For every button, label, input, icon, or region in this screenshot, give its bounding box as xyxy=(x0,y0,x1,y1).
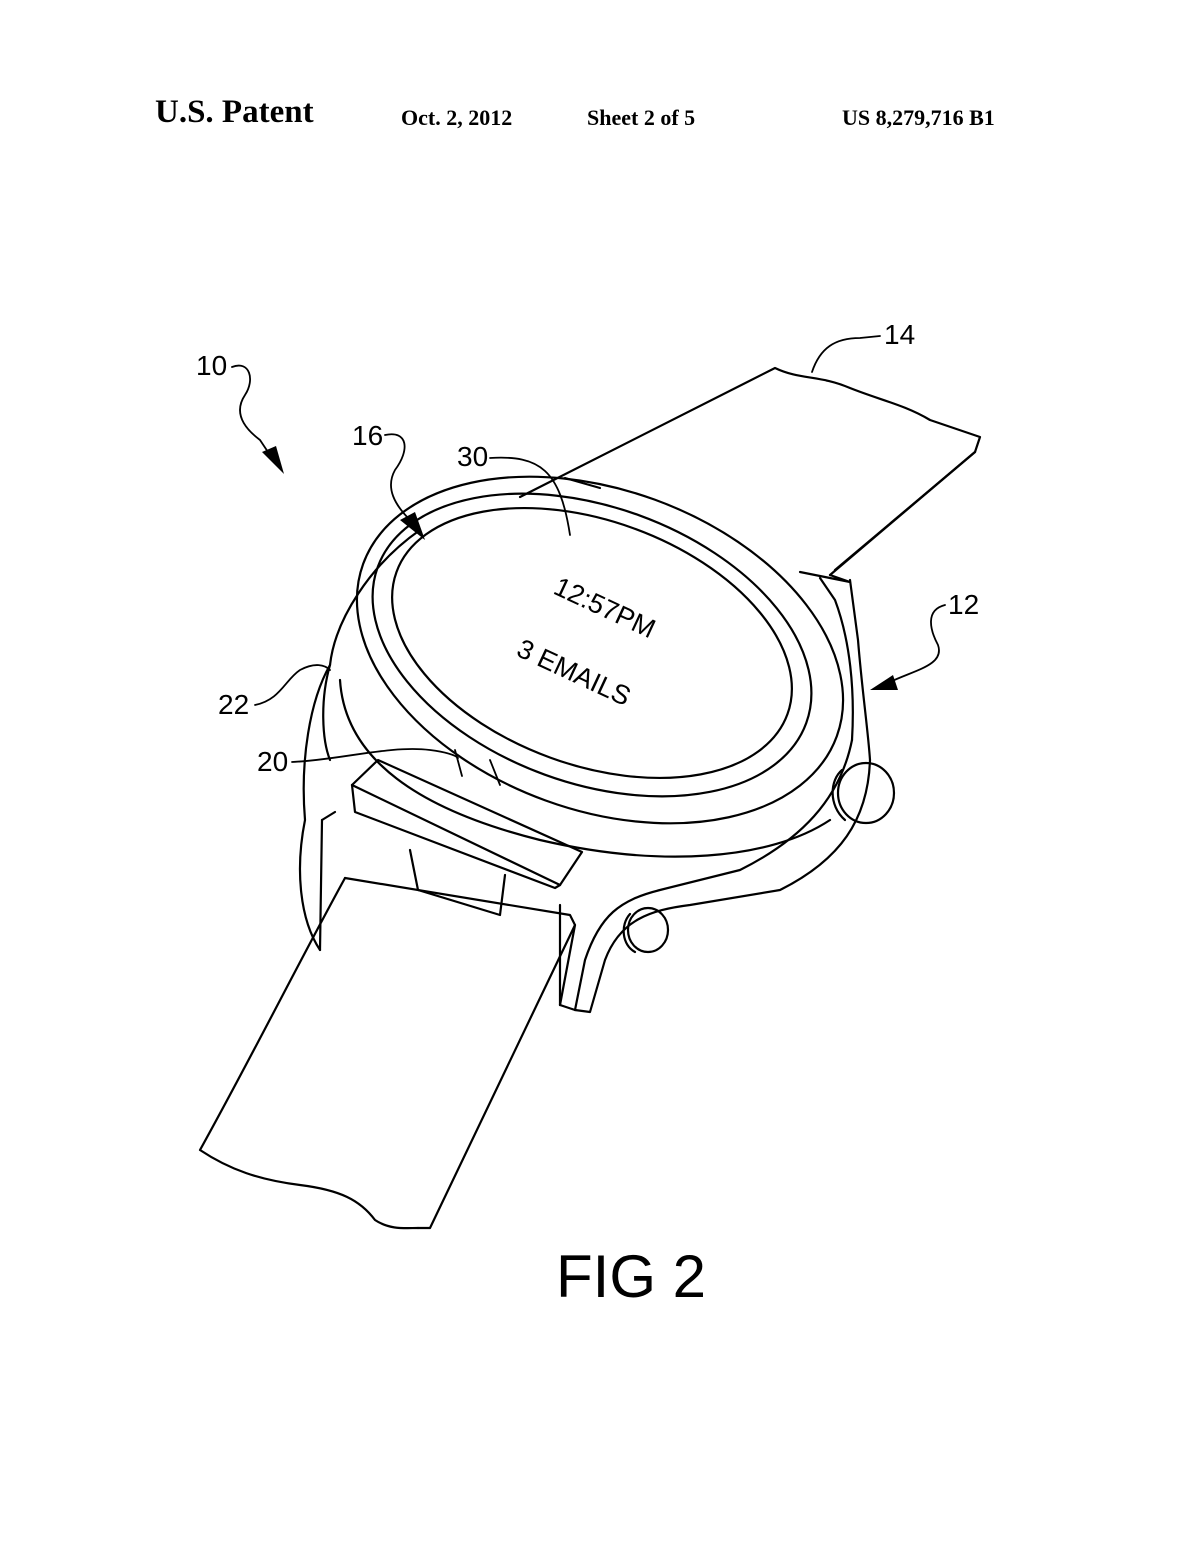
leader-30 xyxy=(489,456,571,536)
screen-time: 12:57PM xyxy=(549,571,660,644)
leader-16 xyxy=(384,433,425,540)
lower-band xyxy=(198,876,577,1230)
leader-22 xyxy=(254,664,331,706)
ref-20: 20 xyxy=(257,746,288,777)
ref-22: 22 xyxy=(218,689,249,720)
screen-emails: 3 EMAILS xyxy=(512,633,635,712)
patent-title: U.S. Patent xyxy=(155,94,314,130)
ref-10: 10 xyxy=(196,350,227,381)
sheet-number: Sheet 2 of 5 xyxy=(587,105,696,130)
ref-30: 30 xyxy=(457,441,488,472)
patent-number: US 8,279,716 B1 xyxy=(842,105,995,130)
display-screen: 12:57PM 3 EMAILS xyxy=(391,506,793,780)
bezel xyxy=(338,475,845,858)
leader-10 xyxy=(231,364,284,474)
leader-12 xyxy=(870,604,946,690)
crown-buttons xyxy=(622,761,896,954)
figure-caption: FIG 2 xyxy=(556,1243,706,1310)
ref-16: 16 xyxy=(352,420,383,451)
patent-date: Oct. 2, 2012 xyxy=(401,105,513,130)
leader-20 xyxy=(291,748,459,763)
ref-12: 12 xyxy=(948,589,979,620)
band-keeper xyxy=(318,758,584,952)
sensor xyxy=(454,749,501,786)
ref-14: 14 xyxy=(884,319,915,350)
leader-14 xyxy=(811,335,881,373)
